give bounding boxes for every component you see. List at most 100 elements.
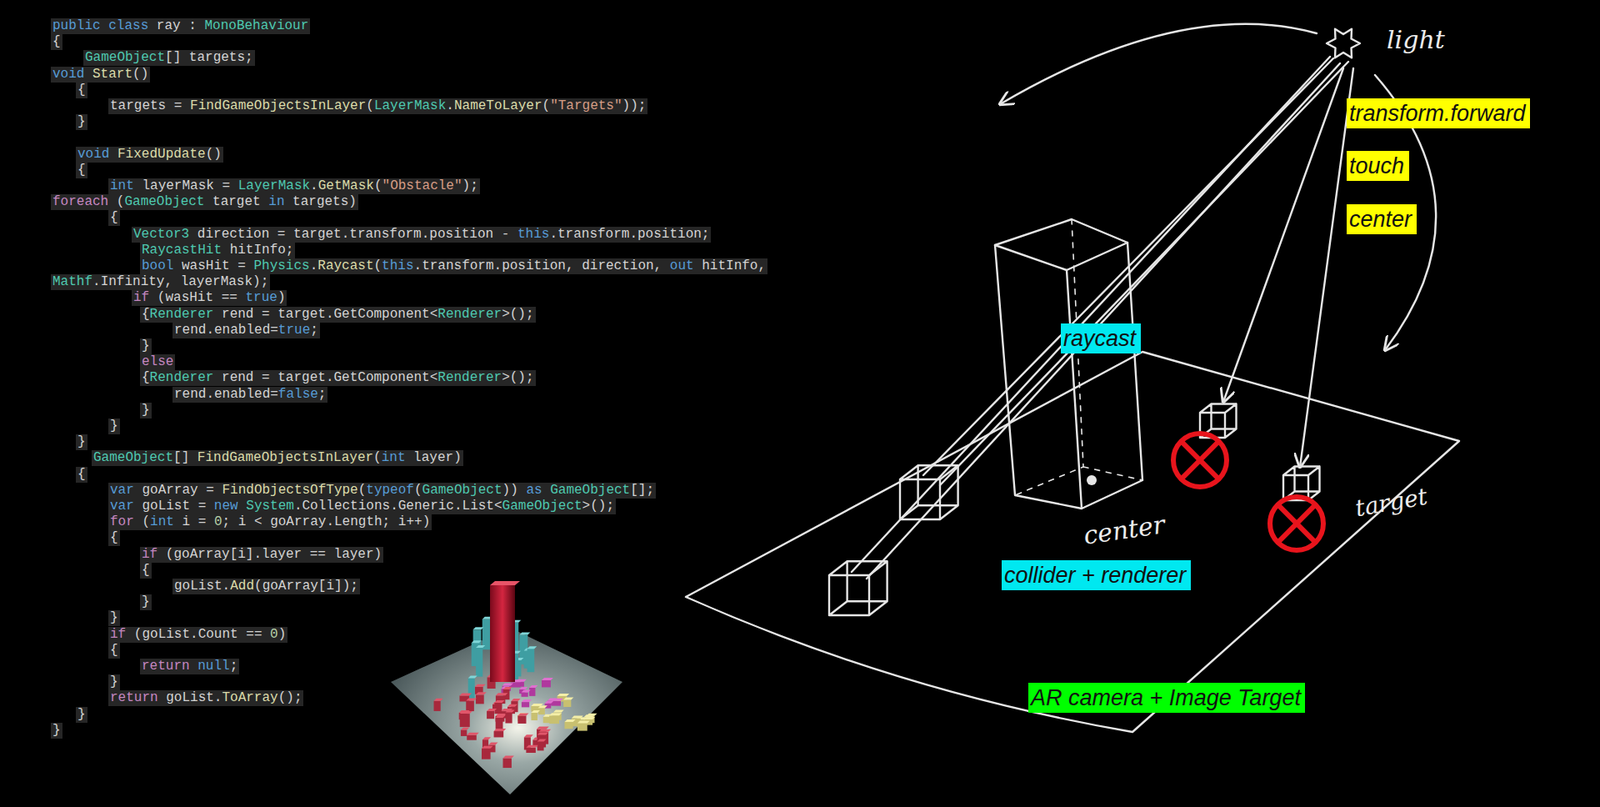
code-line: } <box>75 114 88 130</box>
block-top <box>539 729 552 732</box>
block-top <box>460 726 470 730</box>
code-line: if (goList.Count == 0) <box>108 626 288 643</box>
code-line: GameObject[] FindGameObjectsInLayer(int … <box>91 450 464 466</box>
block-top <box>505 710 515 713</box>
block-side <box>521 701 530 707</box>
scene-block <box>529 685 538 696</box>
code-line: targets = FindGameObjectsInLayer(LayerMa… <box>108 98 648 115</box>
block-top <box>536 726 550 730</box>
scene-block <box>525 745 539 753</box>
block-side <box>495 717 504 730</box>
code-line: for (int i = 0; i < goArray.Length; i++) <box>108 514 432 530</box>
block-top <box>475 645 485 648</box>
scene-block <box>527 645 538 672</box>
block-top <box>521 690 531 693</box>
block-top <box>475 684 486 687</box>
block-top <box>577 720 590 723</box>
red-pillar-top <box>490 580 520 585</box>
scene-block <box>517 712 529 724</box>
block-top <box>481 745 494 749</box>
block-top <box>465 697 477 700</box>
code-line: GameObject[] targets; <box>83 50 255 66</box>
block-side <box>486 710 495 719</box>
light-ray <box>1300 68 1354 467</box>
scene-block <box>505 710 515 724</box>
code-line: { <box>108 210 120 226</box>
block-side <box>475 694 485 704</box>
code-line: } <box>50 722 63 739</box>
block-top <box>510 698 520 701</box>
code-line: int layerMask = LayerMask.GetMask("Obsta… <box>108 178 480 195</box>
scene-block <box>549 712 562 724</box>
light-ray <box>866 63 1340 579</box>
scene-block <box>486 708 497 719</box>
scene-block <box>521 699 532 707</box>
code-line: Vector3 direction = target.transform.pos… <box>131 226 711 243</box>
scene-block <box>564 719 575 729</box>
center-dot <box>1086 475 1097 485</box>
code-line: public class ray : MonoBehaviour <box>50 18 310 35</box>
scene-block <box>521 690 531 697</box>
code-line: else <box>140 354 175 370</box>
block-side <box>466 735 477 740</box>
block-side <box>563 700 571 707</box>
light-symbol <box>1326 29 1360 59</box>
code-line: var goList = new System.Collections.Gene… <box>108 498 616 515</box>
block-top <box>529 685 538 688</box>
block-side <box>530 712 538 720</box>
block-top <box>495 715 506 718</box>
block-top <box>584 714 596 717</box>
block-side <box>460 729 467 736</box>
red-pillar <box>490 585 515 682</box>
scene-block <box>495 715 506 730</box>
handwritten-note: target <box>1353 482 1430 523</box>
block-top <box>460 710 473 714</box>
block-top <box>527 645 538 649</box>
block-side <box>537 741 545 751</box>
block-top <box>550 698 564 701</box>
obstacle-top <box>995 219 1128 270</box>
blocked-mark <box>1270 496 1324 550</box>
block-top <box>494 700 505 703</box>
block-top <box>482 736 491 740</box>
block-top <box>502 682 514 685</box>
scene-block <box>537 739 547 751</box>
code-line: void Start() <box>50 66 150 83</box>
block-top <box>468 675 478 678</box>
light-ray <box>851 56 1330 572</box>
highlight-text: AR camera + Image Target <box>1030 683 1301 712</box>
code-line: {Renderer rend = target.GetComponent<Ren… <box>140 370 536 386</box>
blocked-mark <box>1173 433 1227 487</box>
block-top <box>434 698 444 701</box>
block-top <box>466 732 480 735</box>
code-line: rend.enabled=false; <box>172 386 328 403</box>
block-top <box>571 715 584 718</box>
code-line: } <box>108 610 120 626</box>
block-top <box>541 677 554 680</box>
block-side <box>460 713 470 727</box>
block-top <box>519 686 528 690</box>
code-line: } <box>108 418 120 435</box>
block-top <box>475 691 487 695</box>
handwritten-note: center <box>1081 509 1167 550</box>
block-top <box>486 708 497 711</box>
block-side <box>434 700 441 711</box>
block-side <box>577 722 588 730</box>
block-top <box>519 631 530 635</box>
scene-block <box>460 710 473 727</box>
code-line: { <box>75 162 88 179</box>
highlight-label: raycast <box>1060 323 1141 354</box>
highlight-label: transform.forward <box>1346 98 1530 129</box>
block-top <box>563 697 574 700</box>
highlight-label: center <box>1346 204 1417 235</box>
scene-block <box>550 698 564 706</box>
scene-block <box>541 677 554 687</box>
block-side <box>494 702 502 714</box>
block-side <box>517 715 526 724</box>
scene-block <box>530 710 540 720</box>
code-line: } <box>108 674 120 690</box>
block-side <box>549 715 560 724</box>
code-line: foreach (GameObject target in targets) <box>50 194 359 210</box>
code-line: { <box>50 34 63 50</box>
rotation-arc <box>1000 24 1317 105</box>
